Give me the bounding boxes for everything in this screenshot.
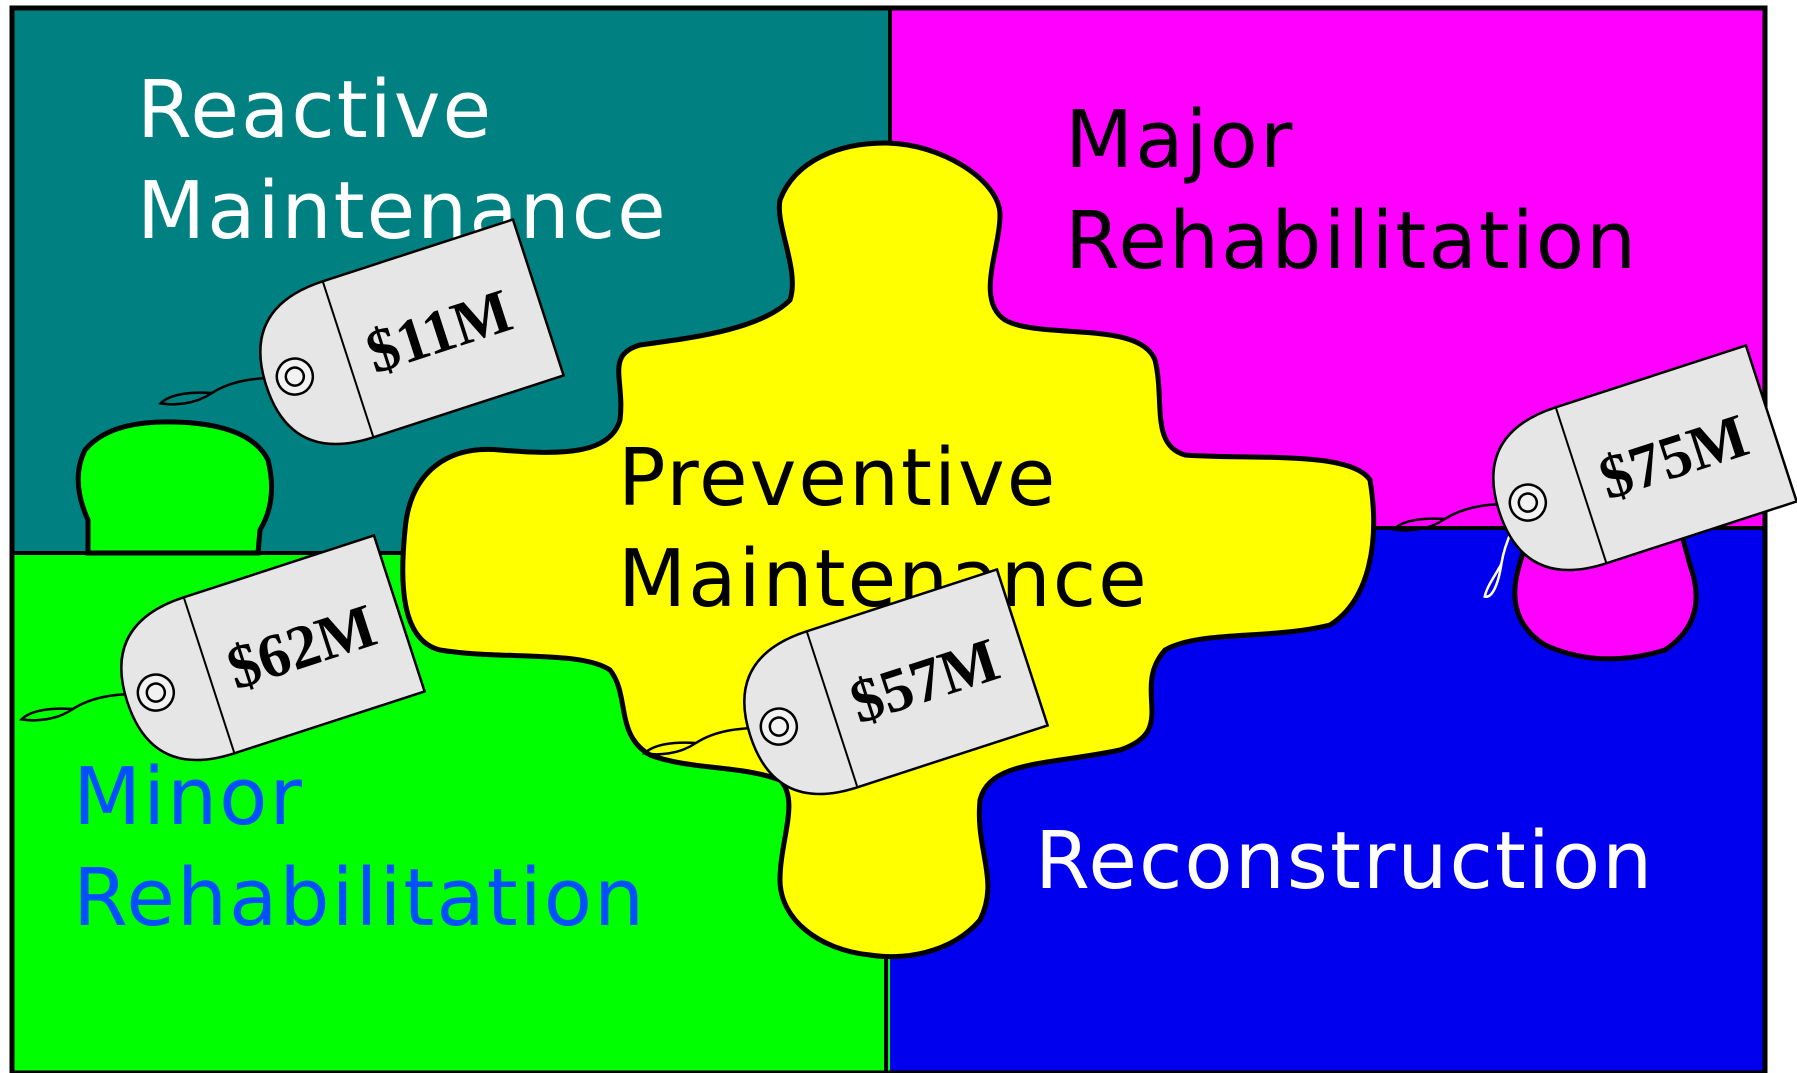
minor-rehabilitation-line2: Rehabilitation <box>73 852 646 944</box>
major-rehabilitation-line1: Major <box>1065 94 1294 186</box>
price-tag-major: $75M <box>1390 344 1797 598</box>
minor-rehabilitation-knob <box>75 419 275 556</box>
piece-preventive-maintenance <box>400 140 1377 960</box>
price-tag-reactive: $11M <box>157 218 565 466</box>
preventive-maintenance-label: Preventive Maintenance <box>618 432 1149 625</box>
reactive-maintenance-line2: Maintenance <box>137 165 668 257</box>
price-tag-minor: $62M <box>18 534 426 782</box>
major-rehabilitation-line2: Rehabilitation <box>1065 195 1638 287</box>
reconstruction-label: Reconstruction <box>1035 815 1654 907</box>
major-rehabilitation-label: Major Rehabilitation <box>1065 94 1638 287</box>
preventive-maintenance-line1: Preventive <box>618 432 1057 524</box>
price-tag-preventive: $57M <box>641 568 1049 816</box>
reconstruction-line1: Reconstruction <box>1035 815 1654 907</box>
reactive-maintenance-label: Reactive Maintenance <box>137 64 668 257</box>
minor-rehabilitation-line1: Minor <box>73 751 304 843</box>
reactive-maintenance-line1: Reactive <box>137 64 493 156</box>
diagram-frame <box>9 5 1768 1073</box>
minor-rehabilitation-label: Minor Rehabilitation <box>73 751 646 944</box>
